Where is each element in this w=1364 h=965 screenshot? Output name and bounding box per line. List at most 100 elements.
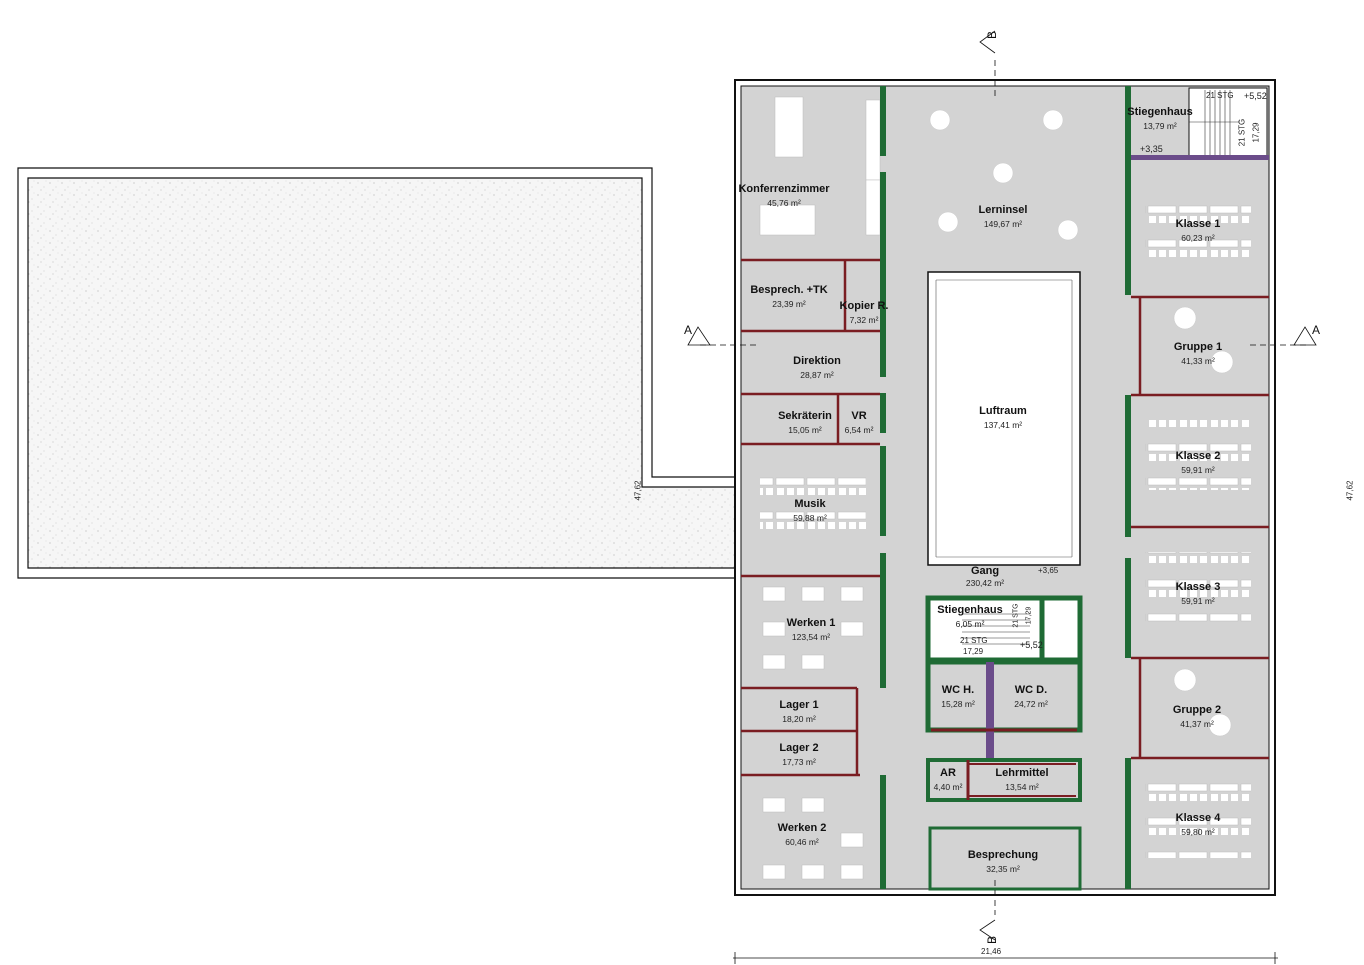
room-area: 15,05 m²: [788, 425, 822, 435]
stair-core-steps: 21 STG: [960, 636, 988, 645]
room-stiegenhaus-1[interactable]: Stiegenhaus 13,79 m²: [1127, 106, 1192, 131]
room-area: 230,42 m²: [965, 578, 1005, 588]
room-name: Luftraum: [979, 405, 1027, 417]
dimension-lines: [733, 952, 1278, 964]
room-wc-damen[interactable]: WC D.24,72 m²: [1014, 684, 1048, 709]
room-area: 13,79 m²: [1143, 121, 1177, 131]
room-name: Klasse 3: [1175, 581, 1221, 593]
room-name: Musik: [794, 498, 826, 510]
room-werken-2[interactable]: Werken 2 60,46 m²: [778, 822, 827, 847]
room-area: 59,88 m²: [793, 513, 827, 523]
room-area: 24,72 m²: [1014, 699, 1048, 709]
room-name: Stiegenhaus: [1127, 106, 1193, 118]
room-klasse-3[interactable]: Klasse 3 59,91 m²: [1176, 581, 1221, 606]
room-name: Klasse 1: [1175, 218, 1221, 230]
room-area: 18,20 m²: [782, 714, 816, 724]
room-area: 60,23 m²: [1181, 233, 1215, 243]
room-lerninsel[interactable]: Lerninsel 149,67 m²: [979, 204, 1028, 229]
void-luftraum: [927, 271, 1081, 566]
section-mark-a-right: A: [1312, 323, 1321, 337]
room-name: Lerninsel: [978, 204, 1028, 216]
room-area: 59,80 m²: [1181, 827, 1215, 837]
room-direktion[interactable]: Direktion 28,87 m²: [793, 355, 841, 380]
room-konferenzzimmer[interactable]: Konferrenzimmer 45,76 m²: [738, 183, 829, 208]
room-name: Konferrenzimmer: [738, 183, 830, 195]
room-gruppe-1[interactable]: Gruppe 1 41,33 m²: [1174, 341, 1222, 366]
room-name: Direktion: [793, 355, 841, 367]
room-klasse-4[interactable]: Klasse 4 59,80 m²: [1176, 812, 1221, 837]
room-area: 4,40 m²: [933, 782, 963, 792]
room-wc-herren[interactable]: WC H.15,28 m²: [941, 684, 975, 709]
room-lager-1[interactable]: Lager 1 18,20 m²: [779, 699, 818, 724]
stair-core: [925, 595, 1045, 663]
section-mark-b-top: B: [985, 30, 1000, 40]
stair-top-ratio: 17,29: [1251, 122, 1261, 143]
room-name: Werken 1: [786, 617, 836, 629]
room-name: Werken 2: [777, 822, 827, 834]
room-name: Kopier R.: [839, 300, 889, 312]
stair-core-steps-2: 21 STG: [1012, 603, 1020, 628]
room-werken-1[interactable]: Werken 1 123,54 m²: [787, 617, 836, 642]
level-gang: +3,65: [1038, 566, 1059, 575]
room-sekretaerin[interactable]: Sekräterin 15,05 m²: [778, 410, 832, 435]
room-area: 32,35 m²: [986, 864, 1020, 874]
room-area: 59,91 m²: [1181, 465, 1215, 475]
room-vr[interactable]: VR 6,54 m²: [845, 410, 874, 435]
room-name: AR: [940, 767, 956, 779]
room-area: 6,54 m²: [844, 425, 874, 435]
room-name: Lager 1: [779, 699, 819, 711]
stair-core-ratio: 17,29: [963, 647, 984, 656]
level-stair-top-lower: +3,35: [1140, 144, 1163, 154]
room-area: 15,28 m²: [941, 699, 975, 709]
room-area: 60,46 m²: [785, 837, 819, 847]
room-area: 137,41 m²: [983, 420, 1023, 430]
room-name: Gruppe 1: [1173, 341, 1223, 353]
dimension-width-bottom: 21,46: [981, 947, 1002, 956]
level-stair-core: +5,52: [1020, 640, 1043, 650]
section-markers: [687, 30, 1317, 941]
terrace: [17, 167, 736, 579]
room-name: Klasse 2: [1175, 450, 1221, 462]
room-name: Klasse 4: [1175, 812, 1221, 824]
room-area: 23,39 m²: [772, 299, 806, 309]
room-klasse-2[interactable]: Klasse 2 59,91 m²: [1176, 450, 1221, 475]
room-ar[interactable]: AR 4,40 m²: [934, 767, 963, 792]
section-mark-b-bottom: B: [985, 935, 1000, 945]
room-area: 28,87 m²: [800, 370, 834, 380]
structural-walls: [880, 86, 1131, 889]
room-musik[interactable]: Musik 59,88 m²: [793, 498, 827, 523]
section-mark-a-left: A: [684, 323, 693, 337]
room-name: Sekräterin: [778, 410, 832, 422]
room-besprech-tk[interactable]: Besprech. +TK 23,39 m²: [750, 284, 827, 309]
room-area: 45,76 m²: [767, 198, 801, 208]
room-area: 59,91 m²: [1181, 596, 1215, 606]
room-name: Besprech. +TK: [750, 284, 828, 296]
room-name: Gang: [970, 565, 1000, 577]
room-klasse-1[interactable]: Klasse 1 60,23 m²: [1176, 218, 1221, 243]
room-luftraum[interactable]: Luftraum 137,41 m²: [979, 405, 1027, 430]
room-gruppe-2[interactable]: Gruppe 2 41,37 m²: [1173, 704, 1221, 729]
room-area: 123,54 m²: [791, 632, 831, 642]
dimension-height-right: 47,62: [1345, 480, 1355, 501]
stair-top: [1188, 87, 1268, 159]
room-area: 7,32 m²: [849, 315, 879, 325]
room-area: 6,05 m²: [955, 619, 985, 629]
room-kopier[interactable]: Kopier R. 7,32 m²: [840, 300, 889, 325]
room-area: 149,67 m²: [983, 219, 1023, 229]
room-area: 41,37 m²: [1180, 719, 1214, 729]
partition-walls: [741, 258, 1269, 777]
dimension-height-left: 47,62: [633, 480, 643, 501]
room-area: 41,33 m²: [1181, 356, 1215, 366]
stair-core-ratio-2: 17,29: [1025, 606, 1033, 625]
room-name: Gruppe 2: [1172, 704, 1222, 716]
wc-block: [925, 659, 1083, 733]
stair-top-steps-2: 21 STG: [1237, 118, 1247, 147]
room-name: VR: [851, 410, 867, 422]
stair-top-steps: 21 STG: [1206, 91, 1234, 100]
room-area: 13,54 m²: [1005, 782, 1039, 792]
